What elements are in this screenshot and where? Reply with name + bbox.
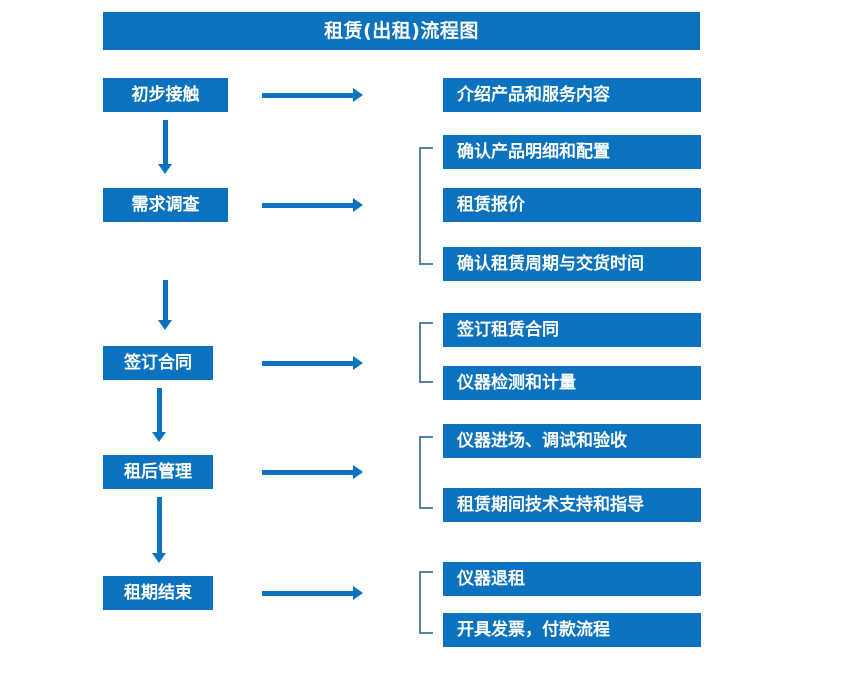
detail-box-10-label: 开具发票，付款流程 [457, 619, 610, 640]
vertical-arrow-stage4-stage5 [152, 497, 166, 563]
arrow-shaft [157, 497, 162, 554]
horizontal-arrow-stage1 [262, 88, 363, 102]
arrow-shaft [157, 388, 162, 433]
detail-box-6[interactable]: 仪器检测和计量 [443, 366, 701, 400]
detail-box-3-label: 租赁报价 [457, 194, 525, 215]
vertical-arrow-stage2-stage3 [158, 280, 172, 330]
group-bracket-end [419, 571, 433, 634]
stage-box-2[interactable]: 需求调查 [103, 188, 228, 222]
detail-box-7[interactable]: 仪器进场、调试和验收 [443, 424, 701, 458]
group-bracket-needs [419, 147, 433, 265]
detail-box-9[interactable]: 仪器退租 [443, 562, 701, 596]
arrow-shaft [262, 470, 354, 475]
arrow-shaft [163, 120, 168, 165]
group-bracket-contract [419, 322, 433, 383]
horizontal-arrow-stage4 [262, 465, 363, 479]
detail-box-9-label: 仪器退租 [457, 568, 525, 589]
arrow-shaft [262, 203, 354, 208]
arrow-head [353, 465, 363, 479]
detail-box-3[interactable]: 租赁报价 [443, 188, 701, 222]
arrow-shaft [262, 591, 354, 596]
stage-box-4-label: 租后管理 [124, 461, 192, 482]
detail-box-7-label: 仪器进场、调试和验收 [457, 430, 627, 451]
arrow-head [158, 320, 172, 330]
detail-box-5[interactable]: 签订租赁合同 [443, 313, 701, 347]
stage-box-1[interactable]: 初步接触 [103, 78, 228, 112]
detail-box-8-label: 租赁期间技术支持和指导 [457, 494, 644, 515]
vertical-arrow-stage1-stage2 [158, 120, 172, 174]
arrow-head [152, 432, 166, 442]
stage-box-2-label: 需求调查 [131, 194, 200, 215]
detail-box-4[interactable]: 确认租赁周期与交货时间 [443, 247, 701, 281]
detail-box-1[interactable]: 介绍产品和服务内容 [443, 78, 701, 112]
diagram-title: 租赁(出租)流程图 [324, 19, 479, 42]
arrow-head [353, 356, 363, 370]
stage-box-5[interactable]: 租期结束 [103, 576, 213, 610]
horizontal-arrow-stage3 [262, 356, 363, 370]
diagram-title-bar: 租赁(出租)流程图 [103, 12, 700, 50]
detail-box-8[interactable]: 租赁期间技术支持和指导 [443, 488, 701, 522]
arrow-shaft [163, 280, 168, 321]
horizontal-arrow-stage5 [262, 586, 363, 600]
horizontal-arrow-stage2 [262, 198, 363, 212]
stage-box-4[interactable]: 租后管理 [103, 455, 213, 489]
detail-box-6-label: 仪器检测和计量 [457, 372, 576, 393]
arrow-head [152, 553, 166, 563]
arrow-head [158, 164, 172, 174]
detail-box-2-label: 确认产品明细和配置 [457, 141, 610, 162]
vertical-arrow-stage3-stage4 [152, 388, 166, 442]
detail-box-4-label: 确认租赁周期与交货时间 [457, 253, 644, 274]
arrow-shaft [262, 361, 354, 366]
stage-box-1-label: 初步接触 [131, 84, 200, 105]
detail-box-1-label: 介绍产品和服务内容 [457, 84, 610, 105]
arrow-head [353, 586, 363, 600]
stage-box-3-label: 签订合同 [124, 352, 192, 373]
arrow-shaft [262, 93, 354, 98]
detail-box-2[interactable]: 确认产品明细和配置 [443, 135, 701, 169]
detail-box-10[interactable]: 开具发票，付款流程 [443, 613, 701, 647]
detail-box-5-label: 签订租赁合同 [457, 319, 559, 340]
stage-box-3[interactable]: 签订合同 [103, 346, 213, 380]
arrow-head [353, 198, 363, 212]
stage-box-5-label: 租期结束 [124, 582, 192, 603]
arrow-head [353, 88, 363, 102]
group-bracket-after [419, 436, 433, 509]
